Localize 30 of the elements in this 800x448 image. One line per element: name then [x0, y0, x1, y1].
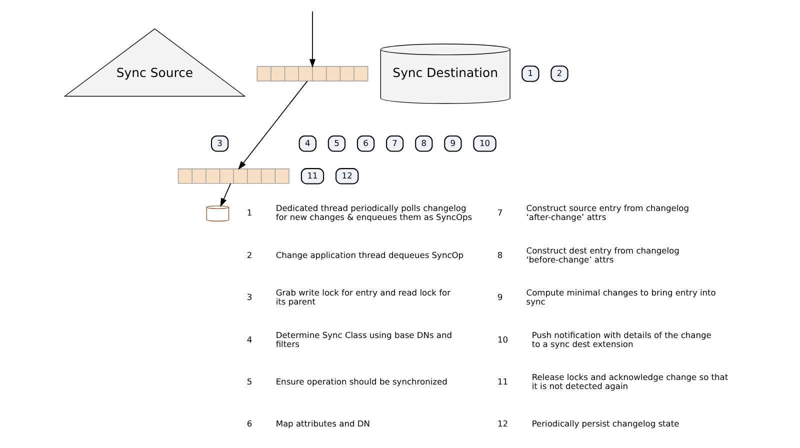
label: Construct source entry from changelog ‘after-change’ attrs [526, 203, 690, 222]
label: 3 [246, 292, 252, 302]
label: 2 [246, 250, 252, 260]
label: 8 [497, 250, 503, 260]
label: 12 [497, 418, 508, 429]
label: 9 [497, 292, 503, 302]
label: 7 [497, 208, 503, 218]
label: 11 [497, 376, 508, 386]
label: Ensure operation should be synchronized [276, 376, 448, 386]
label: 5 [246, 376, 252, 386]
label: Release locks and acknowledge change so that it is not detected again [532, 372, 728, 391]
label: 10 [497, 334, 508, 344]
label: Periodically persist changelog state [532, 418, 680, 429]
node-box: 12 [336, 168, 359, 184]
label: Determine Sync Class using base DNs and filters [276, 330, 452, 349]
arrow [309, 11, 316, 68]
arrow [238, 80, 308, 170]
label: Map attributes and DN [276, 418, 370, 429]
label: Construct dest entry from changelog ‘before-change’ attrs [526, 245, 680, 264]
label: Change application thread dequeues SyncOp [276, 250, 464, 260]
label: Push notification with details of the change to a sync dest extension [532, 330, 712, 349]
label: Compute minimal changes to bring entry into sync [526, 288, 716, 307]
arrow [220, 183, 232, 208]
node-box: 10 [473, 136, 496, 152]
label: Grab write lock for entry and read lock for its parent [276, 288, 451, 307]
node-box: 11 [300, 168, 324, 184]
label: 6 [246, 418, 252, 429]
label: 1 [246, 208, 252, 218]
label: 4 [246, 334, 252, 344]
label: Dedicated thread periodically polls changelog for new changes & enqueues them as SyncOps [276, 203, 472, 222]
